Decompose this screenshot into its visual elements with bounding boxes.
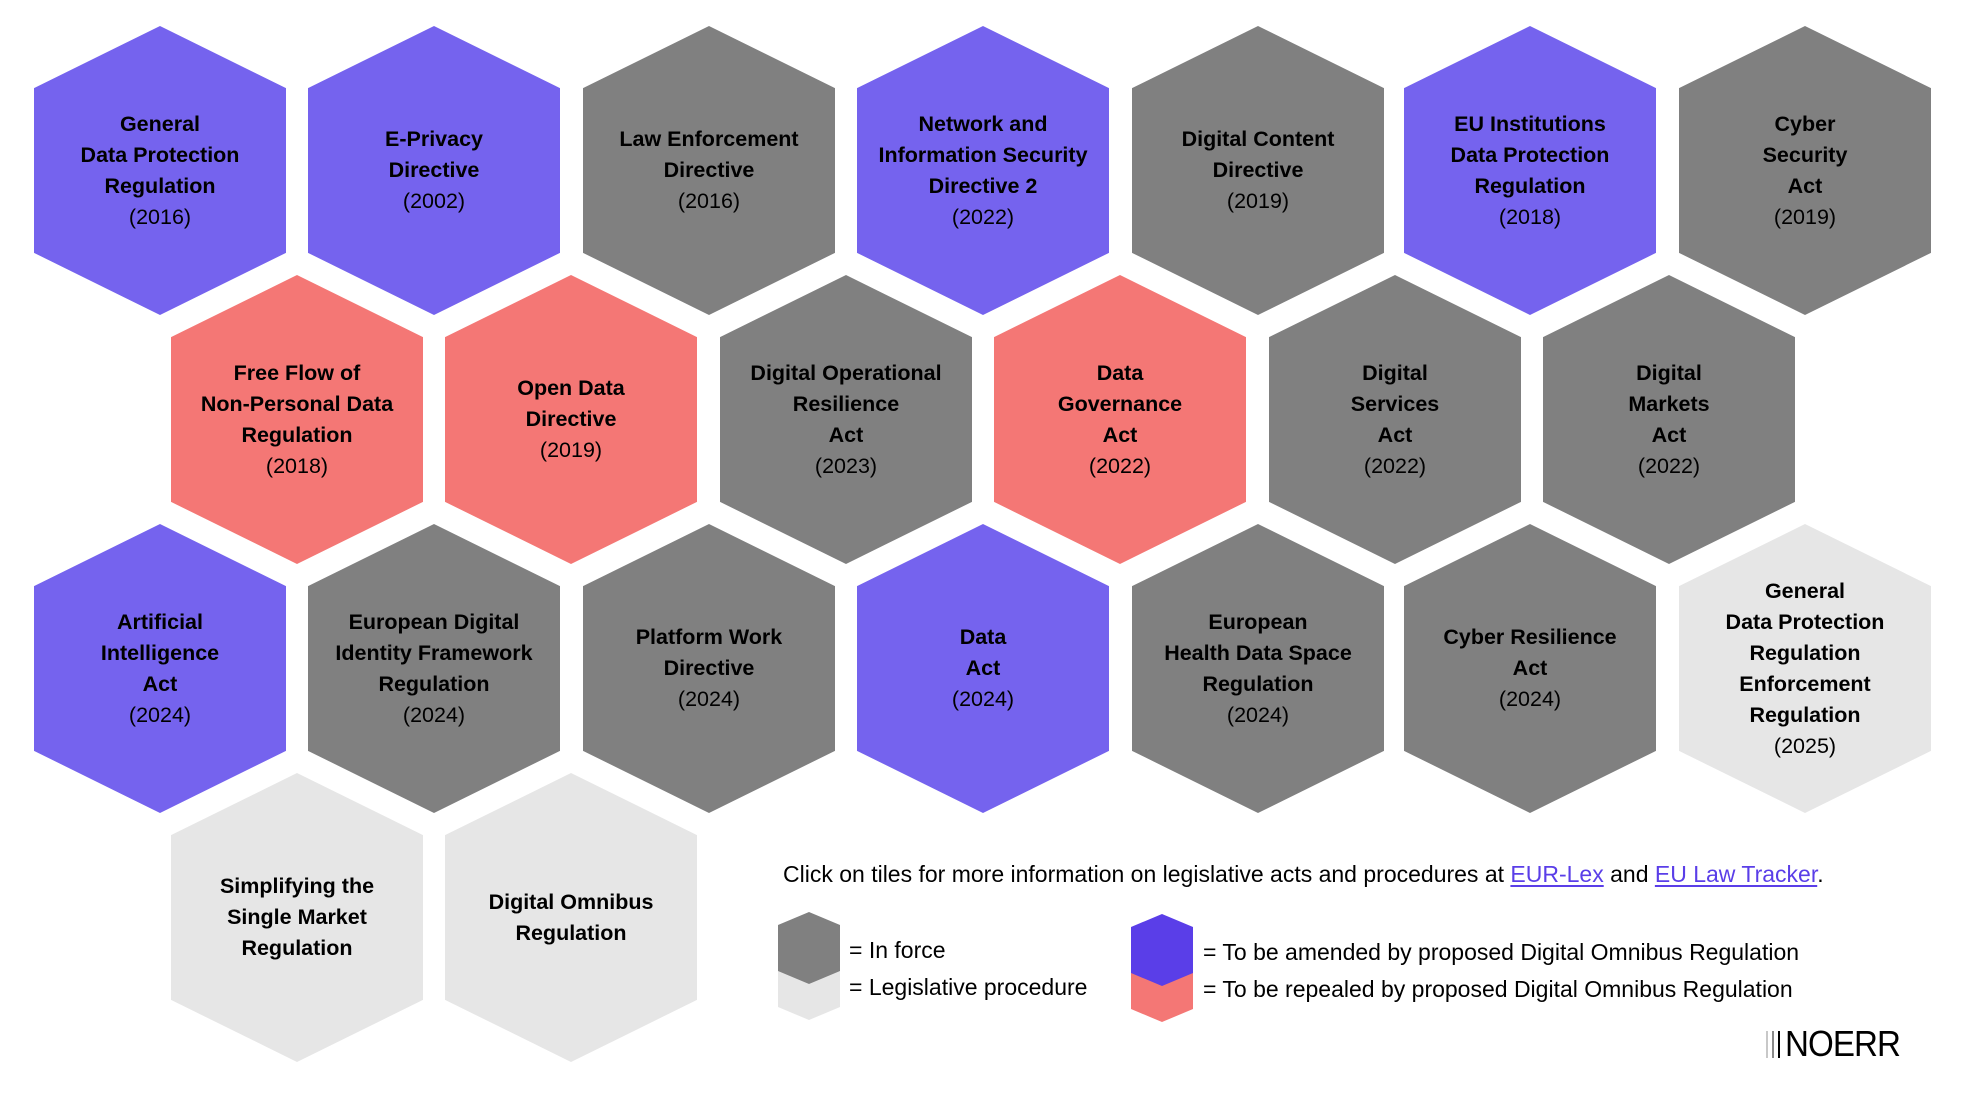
tile-year: (2025) [1773, 733, 1837, 758]
tile-title: General Data Protection Regulation Enfor… [1725, 578, 1885, 727]
tile-year: (2022) [1363, 453, 1427, 478]
tile-year: (2024) [128, 702, 192, 727]
tile-european-digital-identity-framework-regulation[interactable]: European Digital Identity Framework Regu… [308, 524, 560, 813]
tile-european-health-data-space-regulation[interactable]: European Health Data Space Regulation (2… [1132, 524, 1384, 813]
tile-title: Digital Services Act [1350, 360, 1440, 447]
tile-year: (2024) [1226, 702, 1290, 727]
tile-year: (2019) [1773, 204, 1837, 229]
legend-in-force-label: = In force [849, 937, 946, 963]
tile-title: Cyber Security Act [1762, 111, 1848, 198]
tile-title: Cyber Resilience Act [1443, 625, 1617, 680]
eu-law-tracker-link[interactable]: EU Law Tracker [1654, 861, 1818, 887]
info-note-period: . [1817, 861, 1824, 887]
eur-lex-link[interactable]: EUR-Lex [1510, 861, 1604, 887]
logo-bar-icon [1772, 1030, 1774, 1058]
tile-title: Digital Content Directive [1181, 127, 1335, 182]
tile-gdpr-enforcement-regulation[interactable]: General Data Protection Regulation Enfor… [1679, 524, 1931, 813]
tile-title: European Health Data Space Regulation [1164, 609, 1352, 696]
legend-in-force-hex-icon [778, 912, 840, 984]
tile-digital-content-directive[interactable]: Digital Content Directive (2019) [1132, 26, 1384, 315]
logo-bar-icon [1766, 1030, 1768, 1058]
tile-year: (2018) [1498, 204, 1562, 229]
tile-cyber-security-act[interactable]: Cyber Security Act (2019) [1679, 26, 1931, 315]
tile-free-flow-non-personal-data-regulation[interactable]: Free Flow of Non-Personal Data Regulatio… [171, 275, 423, 564]
tile-simplifying-single-market-regulation[interactable]: Simplifying the Single Market Regulation [171, 773, 423, 1062]
tile-digital-omnibus-regulation[interactable]: Digital Omnibus Regulation [445, 773, 697, 1062]
tile-title: Open Data Directive [517, 376, 625, 431]
legend-amended-label: = To be amended by proposed Digital Omni… [1203, 939, 1800, 965]
tile-data-act[interactable]: Data Act (2024) [857, 524, 1109, 813]
tile-year: (2019) [539, 438, 603, 462]
tile-title: EU Institutions Data Protection Regulati… [1450, 111, 1610, 198]
legend-procedure-label: = Legislative procedure [849, 974, 1088, 1000]
tile-title: Platform Work Directive [635, 625, 783, 680]
tile-open-data-directive[interactable]: Open Data Directive (2019) [445, 275, 697, 564]
tile-year: (2022) [951, 204, 1015, 229]
tile-digital-services-act[interactable]: Digital Services Act (2022) [1269, 275, 1521, 564]
tile-title: General Data Protection Regulation [80, 111, 240, 198]
tile-platform-work-directive[interactable]: Platform Work Directive (2024) [583, 524, 835, 813]
tile-year: (2016) [128, 204, 192, 229]
tile-artificial-intelligence-act[interactable]: Artificial Intelligence Act (2024) [34, 524, 286, 813]
legend-amended-hex-icon [1131, 914, 1193, 986]
tile-data-governance-act[interactable]: Data Governance Act (2022) [994, 275, 1246, 564]
tile-digital-markets-act[interactable]: Digital Markets Act (2022) [1543, 275, 1795, 564]
tile-year: (2024) [951, 687, 1015, 711]
tile-title: Data Act [959, 625, 1007, 680]
tile-title: Artificial Intelligence Act [100, 609, 220, 696]
tile-eu-institutions-data-protection-regulation[interactable]: EU Institutions Data Protection Regulati… [1404, 26, 1656, 315]
tile-law-enforcement-directive[interactable]: Law Enforcement Directive (2016) [583, 26, 835, 315]
tile-year: (2018) [265, 453, 329, 478]
info-note-and: and [1603, 861, 1655, 887]
tile-year: (2019) [1226, 189, 1290, 213]
tile-title: Digital Operational Resilience Act [750, 360, 942, 447]
tile-title: Digital Markets Act [1628, 360, 1710, 447]
tile-year: (2024) [677, 687, 741, 711]
tile-title: Free Flow of Non-Personal Data Regulatio… [200, 360, 394, 447]
logo-text: NOERR [1785, 1023, 1901, 1064]
tile-cyber-resilience-act[interactable]: Cyber Resilience Act (2024) [1404, 524, 1656, 813]
tile-year: (2022) [1088, 453, 1152, 478]
tile-nis2-directive[interactable]: Network and Information Security Directi… [857, 26, 1109, 315]
tile-title: Law Enforcement Directive [619, 127, 799, 182]
tile-year: (2023) [814, 453, 878, 478]
tile-digital-operational-resilience-act[interactable]: Digital Operational Resilience Act (2023… [720, 275, 972, 564]
tile-year: (2022) [1637, 453, 1701, 478]
legend-repealed-label: = To be repealed by proposed Digital Omn… [1203, 976, 1793, 1002]
logo-bar-icon [1778, 1030, 1780, 1058]
noerr-logo: NOERR [1766, 1026, 1910, 1062]
info-note: Click on tiles for more information on l… [783, 860, 1824, 888]
info-note-text: Click on tiles for more information on l… [783, 861, 1511, 887]
tile-title: European Digital Identity Framework Regu… [335, 609, 533, 696]
tile-title: E-Privacy Directive [384, 127, 483, 182]
tile-general-data-protection-regulation[interactable]: General Data Protection Regulation (2016… [34, 26, 286, 315]
tile-year: (2024) [402, 702, 466, 727]
tile-title: Data Governance Act [1057, 360, 1183, 447]
tile-year: (2024) [1498, 687, 1562, 711]
tile-title: Network and Information Security Directi… [878, 111, 1088, 198]
tile-title: Simplifying the Single Market Regulation [219, 874, 375, 960]
tile-year: (2016) [677, 189, 741, 213]
tile-e-privacy-directive[interactable]: E-Privacy Directive (2002) [308, 26, 560, 315]
tile-title: Digital Omnibus Regulation [488, 889, 654, 945]
tile-year: (2002) [402, 189, 466, 213]
